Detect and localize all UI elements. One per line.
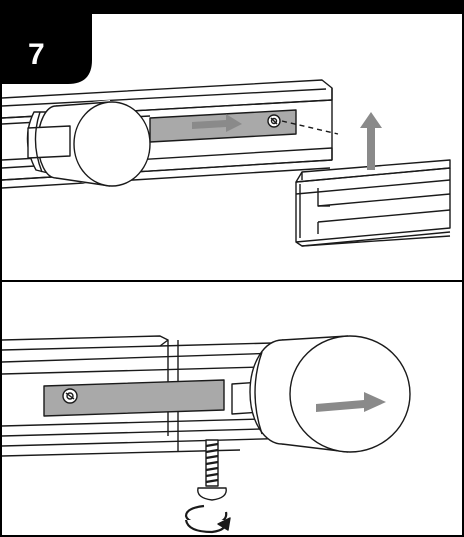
bottom-frame-line — [0, 535, 464, 537]
connector-plate-icon — [43, 379, 225, 417]
step-badge: 7 — [0, 14, 92, 84]
guide-dashed-line — [281, 120, 339, 135]
panel-divider — [0, 280, 464, 282]
top-panel — [1, 79, 451, 247]
slide-arrow-icon — [192, 114, 242, 132]
push-arrow-icon — [316, 392, 386, 412]
bolt-icon — [197, 439, 227, 501]
top-frame-bar — [0, 0, 464, 14]
rotate-arrow-icon — [184, 504, 231, 534]
rail-icon — [1, 335, 311, 457]
end-cap-icon — [26, 100, 151, 188]
right-frame-line — [462, 0, 464, 537]
step-number: 7 — [28, 38, 45, 71]
screw-icon — [62, 388, 78, 404]
separate-rail-piece-icon — [295, 159, 451, 247]
lift-arrow-icon — [360, 112, 382, 170]
end-cap-icon — [231, 335, 411, 453]
bottom-panel — [1, 335, 411, 534]
screw-icon — [267, 114, 281, 128]
left-frame-line — [0, 0, 2, 537]
